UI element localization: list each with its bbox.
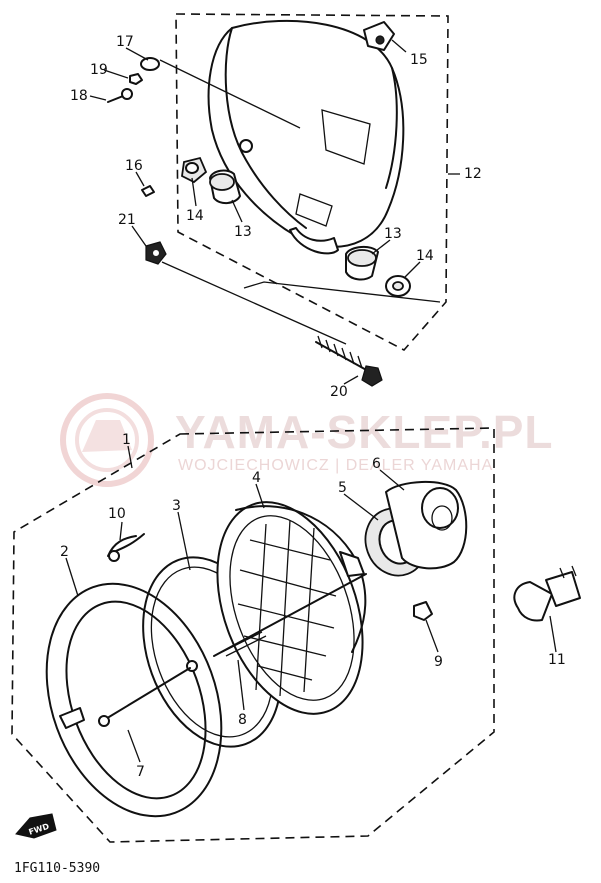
callout-10: 10: [108, 506, 126, 522]
part-9-nut: [413, 601, 433, 621]
callout-4: 4: [252, 470, 261, 486]
unit-dashed-boundary: [11, 427, 495, 843]
callout-3: 3: [172, 498, 181, 514]
part-2-rim: [45, 582, 223, 818]
leader-lines: [65, 39, 557, 763]
part-20-bolt: [315, 335, 383, 387]
forward-direction-badge: FWD: [15, 813, 57, 839]
callout-16: 16: [125, 158, 143, 174]
callout-1: 1: [122, 432, 131, 448]
callout-13-right: 13: [384, 226, 402, 242]
callout-5: 5: [338, 480, 347, 496]
callout-11: 11: [548, 652, 566, 668]
watermark-title: YAMA-SKLEP.PL: [175, 406, 554, 458]
callout-14-left: 14: [186, 208, 204, 224]
part-4-reflector-lens: [216, 501, 367, 715]
part-6-bulb-cover: [385, 480, 468, 570]
callout-21: 21: [118, 212, 136, 228]
housing-assembly: [107, 13, 449, 387]
callout-13-left: 13: [234, 224, 252, 240]
part-17-washer: [140, 57, 160, 71]
callout-7: 7: [136, 764, 145, 780]
part-14-grommet-right: [385, 275, 411, 297]
callout-19: 19: [90, 62, 108, 78]
part-18-screw: [107, 88, 133, 103]
watermark-subtitle: WOJCIECHOWICZ | DEALER YAMAHA: [178, 457, 493, 474]
part-8-spring-screw: [213, 573, 367, 657]
callout-14-right: 14: [416, 248, 434, 264]
callout-9: 9: [434, 654, 443, 670]
callout-20: 20: [330, 384, 348, 400]
callout-15: 15: [410, 52, 428, 68]
callout-8: 8: [238, 712, 247, 728]
part-21-nut: [145, 241, 167, 265]
watermark: YAMA-SKLEP.PL WOJCIECHOWICZ | DEALER YAM…: [60, 393, 554, 487]
callout-2: 2: [60, 544, 69, 560]
part-15-clip: [363, 21, 395, 51]
watermark-logo-icon: [60, 393, 154, 487]
part-16-grommet: [141, 185, 155, 197]
part-7-screw: [98, 667, 191, 727]
part-14-grommet-left: [181, 156, 208, 184]
part-13-collar-left: [209, 169, 241, 204]
callout-6: 6: [372, 456, 381, 472]
part-13-collar-right: [345, 246, 379, 281]
callout-17: 17: [116, 34, 134, 50]
callout-12: 12: [464, 166, 482, 182]
part-10-spring-clip: [107, 533, 145, 562]
part-11-bulb: [513, 565, 581, 622]
housing-dashed-boundary: [175, 13, 449, 352]
callout-labels: 17 19 18 16 21 14 13 15 12 13 14 20 1 2 …: [60, 34, 566, 780]
part-19-nut: [129, 73, 143, 85]
headlight-unit-assembly: [11, 427, 495, 843]
diagram-code: 1FG110-5390: [14, 861, 100, 876]
callout-18: 18: [70, 88, 88, 104]
